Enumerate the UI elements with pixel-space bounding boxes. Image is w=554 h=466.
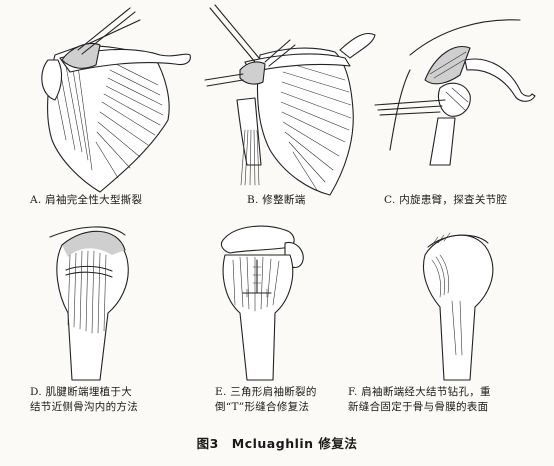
panel-e-illustration bbox=[220, 225, 304, 381]
panel-f-caption-line-2: 新缝合固定于骨与骨膜的表面 bbox=[348, 401, 489, 413]
panel-f: F. 肩袖断端经大结节钻孔，重 新缝合固定于骨与骨膜的表面 bbox=[348, 215, 554, 415]
panel-b: B. 修整断端 bbox=[185, 0, 376, 215]
panel-a-caption: A. 肩袖完全性大型撕裂 bbox=[30, 193, 142, 208]
panel-d-illustration bbox=[49, 226, 129, 381]
infraspinatus-fibers bbox=[95, 61, 164, 179]
teres-fibers bbox=[53, 63, 93, 171]
figure-caption: 图3 Mcluaghlin 修复法 bbox=[196, 436, 358, 451]
panel-b-illustration bbox=[204, 4, 376, 196]
panel-e: E. 三角形肩袖断裂的 倒“T”形缝合修复法 bbox=[185, 215, 370, 415]
panel-d-caption-line-1: D. 肌腱断端埋植于大 bbox=[30, 386, 133, 398]
panel-d-caption-line-2: 结节近侧骨沟内的方法 bbox=[30, 401, 138, 413]
supraspinatus-fibers bbox=[280, 61, 352, 191]
panel-b-caption-line: B. 修整断端 bbox=[247, 194, 306, 206]
panel-e-caption-line-1: E. 三角形肩袖断裂的 bbox=[215, 386, 317, 398]
panel-e-caption: E. 三角形肩袖断裂的 倒“T”形缝合修复法 bbox=[215, 385, 317, 415]
panel-e-caption-line-2: 倒“T”形缝合修复法 bbox=[215, 401, 310, 413]
panel-d-caption: D. 肌腱断端埋植于大 结节近侧骨沟内的方法 bbox=[30, 385, 138, 415]
panel-f-illustration bbox=[422, 232, 494, 381]
panel-a-caption-line: A. 肩袖完全性大型撕裂 bbox=[30, 194, 143, 206]
repair-fibers bbox=[232, 256, 280, 312]
panel-a-illustration bbox=[41, 7, 191, 193]
panel-b-caption: B. 修整断端 bbox=[247, 193, 306, 208]
panel-c-caption: C. 内旋患臂，探查关节腔 bbox=[384, 193, 507, 208]
panel-f-caption-line-1: F. 肩袖断端经大结节钻孔，重 bbox=[348, 386, 491, 398]
panel-c-illustration bbox=[374, 19, 536, 166]
panel-c-caption-line: C. 内旋患臂，探查关节腔 bbox=[384, 194, 508, 206]
biceps-tendon bbox=[240, 129, 260, 186]
panel-c: C. 内旋患臂，探查关节腔 bbox=[370, 0, 554, 215]
panel-a: A. 肩袖完全性大型撕裂 bbox=[0, 0, 191, 215]
tendon-fibers bbox=[67, 250, 107, 334]
panel-d: D. 肌腱断端埋植于大 结节近侧骨沟内的方法 bbox=[0, 215, 185, 415]
panel-f-caption: F. 肩袖断端经大结节钻孔，重 新缝合固定于骨与骨膜的表面 bbox=[348, 385, 491, 415]
